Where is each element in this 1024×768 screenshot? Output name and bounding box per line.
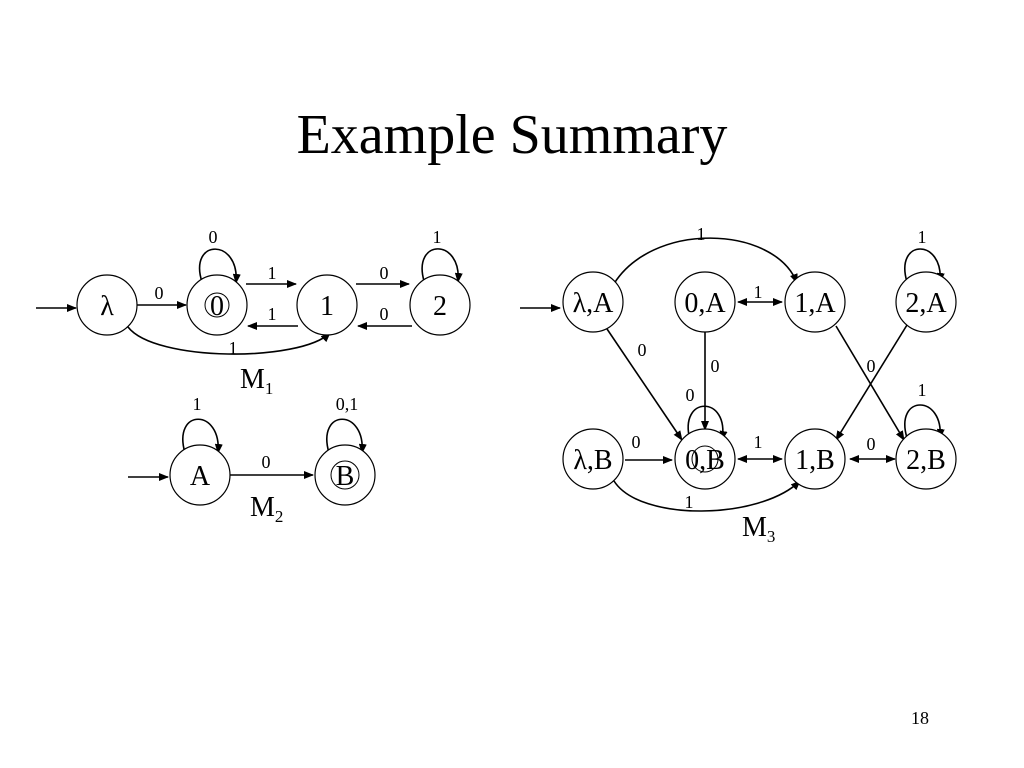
m3-state-lambda-A: λ,A bbox=[562, 271, 624, 333]
m3-label-lamA-1A: 1 bbox=[697, 224, 706, 244]
m2-state-A: A bbox=[169, 444, 231, 506]
m3-state-lambda-A-label: λ,A bbox=[573, 288, 615, 319]
m1-state-1-label: 1 bbox=[320, 291, 334, 322]
m1-edge-lambda-1 bbox=[127, 326, 331, 355]
m3-diagram: 1 1 1 0 0 0 0 1 0 1 0 1 λ,A 0,A 1,A 2,A bbox=[520, 224, 957, 546]
m1-state-0-label: 0 bbox=[210, 291, 224, 322]
m3-state-1-A: 1,A bbox=[784, 271, 846, 333]
m1-self-loop-0 bbox=[199, 248, 241, 284]
m3-label-0A-1A: 1 bbox=[754, 282, 763, 302]
m3-edge-lamA-0B bbox=[604, 325, 683, 441]
m3-state-1-B-label: 1,B bbox=[795, 445, 835, 476]
m3-state-2-B-label: 2,B bbox=[906, 445, 946, 476]
m3-label-self-2B: 1 bbox=[918, 380, 927, 400]
m3-state-lambda-B-label: λ,B bbox=[573, 445, 612, 476]
m1-state-1: 1 bbox=[296, 274, 358, 336]
m3-state-1-A-label: 1,A bbox=[794, 288, 836, 319]
m1-machine-label: M1 bbox=[240, 364, 273, 398]
m3-state-0-B: 0,B bbox=[674, 428, 736, 490]
m3-state-lambda-B: λ,B bbox=[562, 428, 624, 490]
m3-edge-2A-1B bbox=[835, 324, 908, 441]
m3-state-1-B: 1,B bbox=[784, 428, 846, 490]
m1-state-lambda: λ bbox=[76, 274, 138, 336]
m3-edge-lamB-1B bbox=[613, 480, 801, 512]
m1-diagram: 0 0 1 1 0 0 1 1 λ 0 1 2 M1 bbox=[36, 227, 471, 398]
m3-state-0-A: 0,A bbox=[674, 271, 736, 333]
m3-state-0-B-label: 0,B bbox=[685, 445, 725, 476]
m1-label-self-0: 0 bbox=[209, 227, 218, 247]
m3-label-self-0B: 0 bbox=[686, 385, 695, 405]
m3-self-loop-2B bbox=[904, 404, 945, 439]
m3-state-0-A-label: 0,A bbox=[684, 288, 726, 319]
m1-state-0: 0 bbox=[186, 274, 248, 336]
m2-label-self-B: 0,1 bbox=[336, 394, 359, 414]
m2-machine-label: M2 bbox=[250, 492, 283, 526]
m3-label-0A-0B: 0 bbox=[711, 356, 720, 376]
m1-state-2: 2 bbox=[409, 274, 471, 336]
slide-title: Example Summary bbox=[296, 104, 728, 166]
m1-label-lambda-1: 1 bbox=[229, 338, 238, 358]
m3-edge-1A-2B bbox=[835, 325, 905, 441]
m1-label-self-2: 1 bbox=[433, 227, 442, 247]
m2-self-loop-A bbox=[182, 418, 223, 454]
page-number: 18 bbox=[911, 708, 929, 728]
m3-label-0B-1B: 1 bbox=[754, 432, 763, 452]
m3-state-2-B: 2,B bbox=[895, 428, 957, 490]
m2-self-loop-B bbox=[326, 418, 367, 454]
m3-state-2-A: 2,A bbox=[895, 271, 957, 333]
m1-label-1-0: 1 bbox=[268, 304, 277, 324]
m3-label-1A-2B: 0 bbox=[867, 356, 876, 376]
m3-label-self-2A: 1 bbox=[918, 227, 927, 247]
m1-label-1-2: 0 bbox=[380, 263, 389, 283]
m2-state-B-label: B bbox=[336, 461, 355, 492]
m3-edge-lamA-1A bbox=[611, 237, 798, 288]
m3-state-2-A-label: 2,A bbox=[905, 288, 947, 319]
m2-state-B: B bbox=[314, 444, 376, 506]
m3-self-loop-2A bbox=[904, 248, 945, 283]
m3-machine-label: M3 bbox=[742, 512, 775, 546]
m2-label-self-A: 1 bbox=[193, 394, 202, 414]
m1-label-0-1: 1 bbox=[268, 263, 277, 283]
m2-diagram: 1 0 0,1 A B M2 bbox=[128, 394, 376, 526]
m1-self-loop-2 bbox=[421, 248, 463, 283]
m3-label-lamB-0B: 0 bbox=[632, 432, 641, 452]
m2-state-A-label: A bbox=[190, 461, 211, 492]
m1-state-lambda-label: λ bbox=[100, 291, 114, 322]
m2-label-A-B: 0 bbox=[262, 452, 271, 472]
m3-label-lamA-0B: 0 bbox=[638, 340, 647, 360]
m3-self-loop-0B bbox=[687, 405, 728, 441]
m3-label-1B-2B: 0 bbox=[867, 434, 876, 454]
m1-state-2-label: 2 bbox=[433, 291, 447, 322]
m1-label-2-1: 0 bbox=[380, 304, 389, 324]
m3-label-lamB-1B: 1 bbox=[685, 492, 694, 512]
m1-label-lambda-0: 0 bbox=[155, 283, 164, 303]
